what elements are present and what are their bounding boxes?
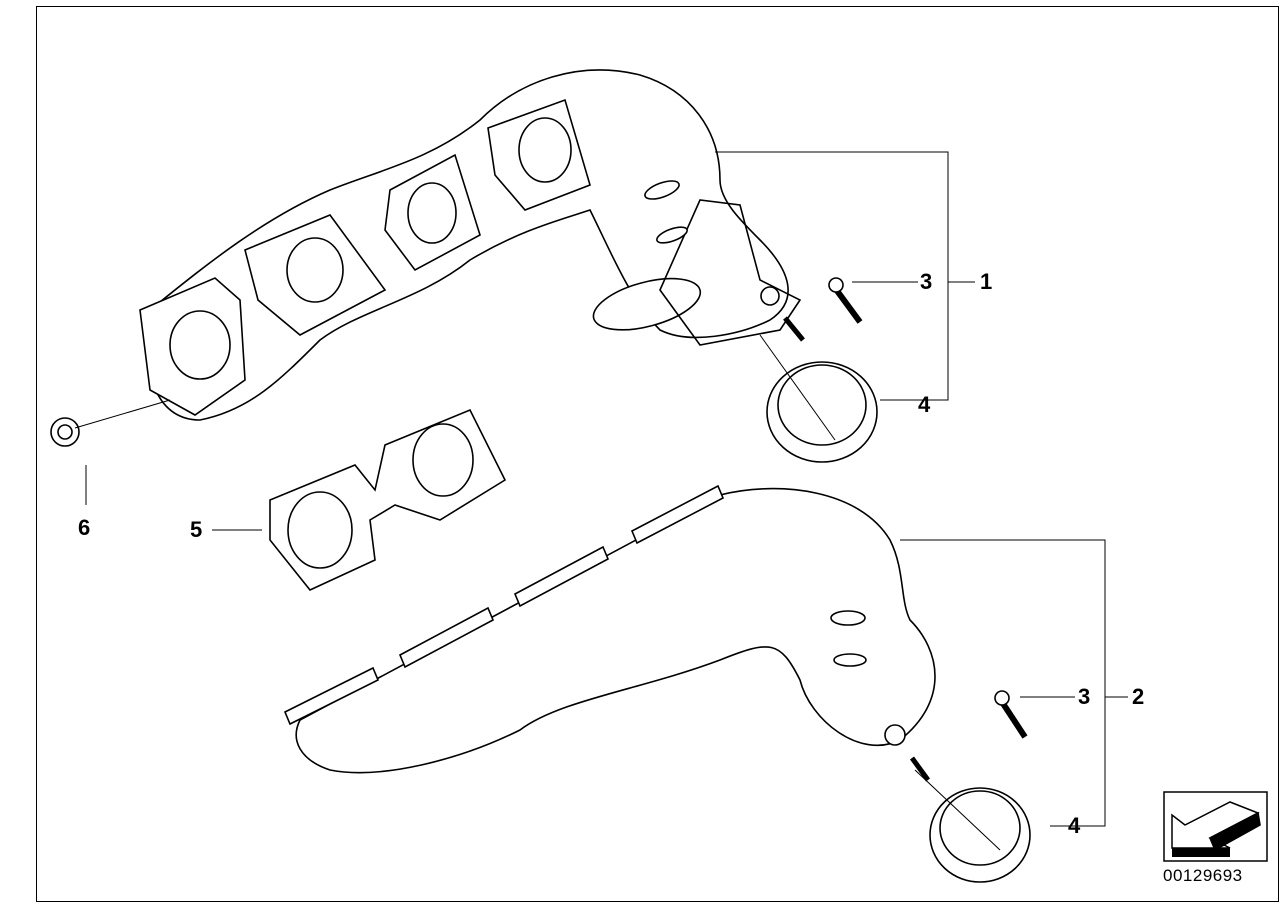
callout-3-lower: 3 — [1078, 684, 1091, 709]
callout-3-upper: 3 — [920, 269, 933, 294]
gasket-part-5 — [269, 408, 507, 591]
diagram-frame — [36, 6, 1279, 902]
exhaust-manifold-upper — [50, 69, 805, 447]
direction-arrow-logo — [1163, 791, 1268, 862]
callout-5: 5 — [190, 517, 203, 542]
callout-4-upper: 4 — [918, 392, 931, 417]
exhaust-manifold-lower — [283, 484, 936, 782]
callout-1: 1 — [980, 269, 993, 294]
leader-lines — [74, 151, 1128, 851]
bolt-part-3-lower — [999, 700, 1028, 739]
callout-6: 6 — [78, 515, 91, 540]
callout-4-lower: 4 — [1068, 813, 1081, 838]
callout-2: 2 — [1132, 684, 1145, 709]
bolt-part-3-upper — [832, 286, 863, 324]
drawing-number: 00129693 — [1163, 866, 1243, 885]
